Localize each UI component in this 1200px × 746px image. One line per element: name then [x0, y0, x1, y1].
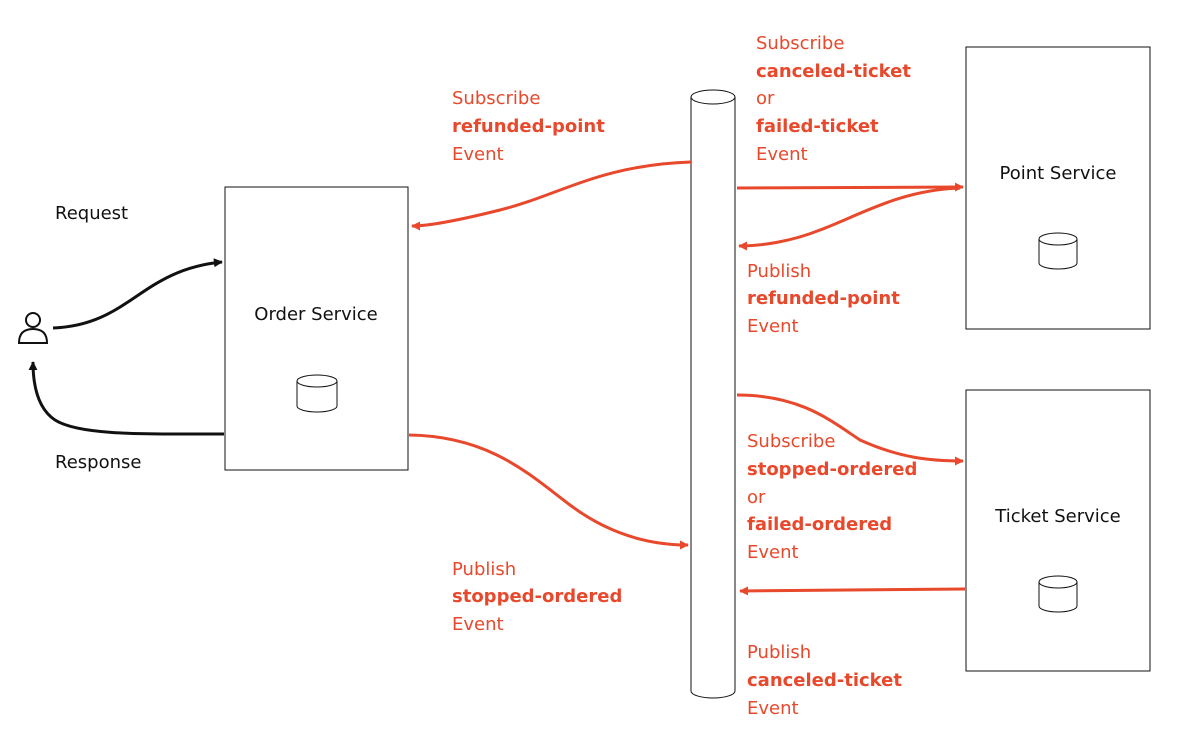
order-service-box: Order Service [224, 186, 409, 471]
response-label: Response [55, 452, 141, 473]
point-service-label: Point Service [1000, 163, 1117, 184]
ticket-service-label: Ticket Service [994, 506, 1121, 527]
arrow-broker-to-order [411, 160, 692, 231]
event-publish-canceled-ticket: Publish canceled-ticket Event [747, 642, 908, 719]
database-icon [296, 374, 338, 413]
point-service-box: Point Service [965, 46, 1151, 330]
arrow-ticket-to-broker [739, 586, 966, 596]
message-broker-cylinder [690, 89, 736, 699]
event-publish-stopped-ordered: Publish stopped-ordered Event [452, 559, 628, 635]
event-subscribe-refunded-point: Subscribe refunded-point Event [452, 88, 611, 165]
arrow-order-to-broker [408, 433, 689, 550]
database-icon [1038, 575, 1078, 613]
arrow-broker-to-ticket [736, 393, 964, 466]
request-arrow [52, 258, 223, 330]
order-service-label: Order Service [254, 304, 377, 325]
database-icon [1038, 232, 1078, 270]
arrow-broker-to-point [736, 182, 964, 192]
response-arrow [28, 361, 225, 436]
event-subscribe-canceled-or-failed-ticket: Subscribe canceled-ticket or failed-tick… [756, 33, 917, 165]
event-subscribe-stopped-or-failed-ordered: Subscribe stopped-ordered or failed-orde… [747, 431, 923, 563]
request-label: Request [55, 203, 128, 224]
arrow-point-to-broker [738, 186, 961, 251]
ticket-service-box: Ticket Service [965, 389, 1151, 672]
user-icon [17, 312, 49, 344]
event-publish-refunded-point: Publish refunded-point Event [747, 261, 906, 337]
